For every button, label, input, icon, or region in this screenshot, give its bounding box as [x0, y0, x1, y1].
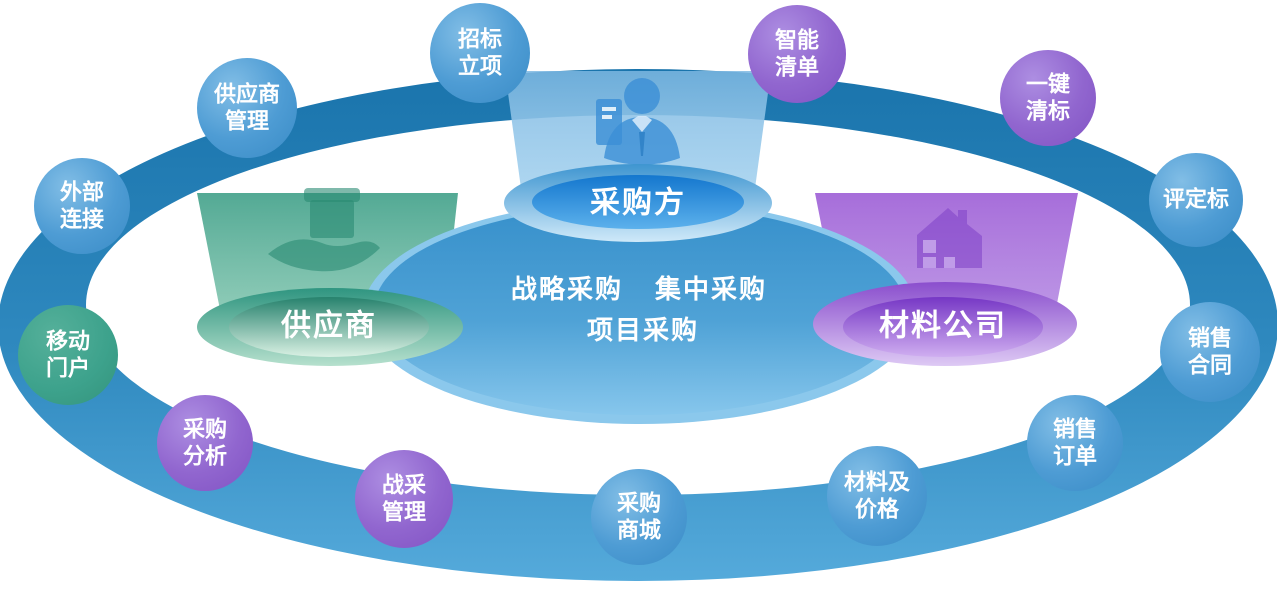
material-company-ellipse: 材料公司 — [813, 282, 1077, 366]
bubble-sales-order: 销售 订单 — [1027, 395, 1123, 491]
bubble-label: 评定标 — [1163, 187, 1229, 213]
bubble-label: 管理 — [225, 109, 269, 135]
bubble-procurement-analysis: 采购 分析 — [157, 395, 253, 491]
bubble-label: 清单 — [775, 55, 819, 81]
bubble-sales-contract: 销售 合同 — [1160, 302, 1260, 402]
bubble-label: 订单 — [1053, 445, 1097, 470]
bubble-label: 材料及 — [844, 471, 911, 496]
bubble-label: 合同 — [1188, 353, 1232, 379]
bubble-bid-evaluation: 评定标 — [1149, 153, 1243, 247]
material-company-label: 材料公司 — [879, 309, 1007, 344]
bubble-label: 智能 — [775, 28, 819, 54]
bubble-label: 销售 — [1188, 326, 1232, 352]
purchaser-ellipse: 采购方 — [504, 164, 772, 242]
purchaser-label: 采购方 — [590, 186, 686, 221]
bubble-label: 采购 — [617, 491, 661, 517]
bubble-label: 移动 — [46, 329, 90, 355]
bubble-label: 采购 — [183, 417, 227, 443]
hand-box-icon — [268, 188, 380, 272]
bubble-procurement-mall: 采购 商城 — [591, 469, 687, 565]
bubble-label: 管理 — [382, 500, 426, 526]
bubble-external-connection: 外部 连接 — [34, 158, 130, 254]
bubble-mobile-portal: 移动 门户 — [18, 305, 118, 405]
bubble-label: 商城 — [617, 518, 661, 544]
bubble-tender-initiation: 招标 立项 — [430, 3, 530, 103]
bubble-smart-list: 智能 清单 — [748, 5, 846, 103]
bubble-material-and-price: 材料及 价格 — [827, 446, 927, 546]
bubble-label: 清标 — [1026, 99, 1070, 125]
supplier-label: 供应商 — [280, 309, 377, 344]
bubble-label: 分析 — [183, 445, 227, 470]
bubble-label: 连接 — [60, 207, 104, 233]
bubble-label: 供应商 — [213, 82, 280, 108]
person-icon — [596, 78, 680, 165]
bubble-label: 外部 — [60, 180, 104, 206]
bubble-supplier-management: 供应商 管理 — [197, 58, 297, 158]
platform-label-project: 项目采购 — [587, 316, 699, 346]
platform-label-strategic: 战略采购 — [511, 274, 623, 305]
bubble-label: 价格 — [855, 497, 900, 523]
bubble-label: 一键 — [1026, 72, 1070, 98]
supplier-ellipse: 供应商 — [197, 288, 463, 366]
bubble-label: 门户 — [46, 356, 90, 382]
platform-label-centralized: 集中采购 — [654, 274, 767, 305]
bubble-label: 销售 — [1053, 417, 1097, 443]
bubble-one-click-bid-clarification: 一键 清标 — [1000, 50, 1096, 146]
bubble-label: 战采 — [382, 474, 426, 499]
bubble-label: 立项 — [458, 54, 502, 80]
building-icon — [917, 208, 982, 268]
central-disc — [374, 205, 906, 415]
bubble-strategic-sourcing-management: 战采 管理 — [355, 450, 453, 548]
bubble-label: 招标 — [458, 27, 502, 53]
